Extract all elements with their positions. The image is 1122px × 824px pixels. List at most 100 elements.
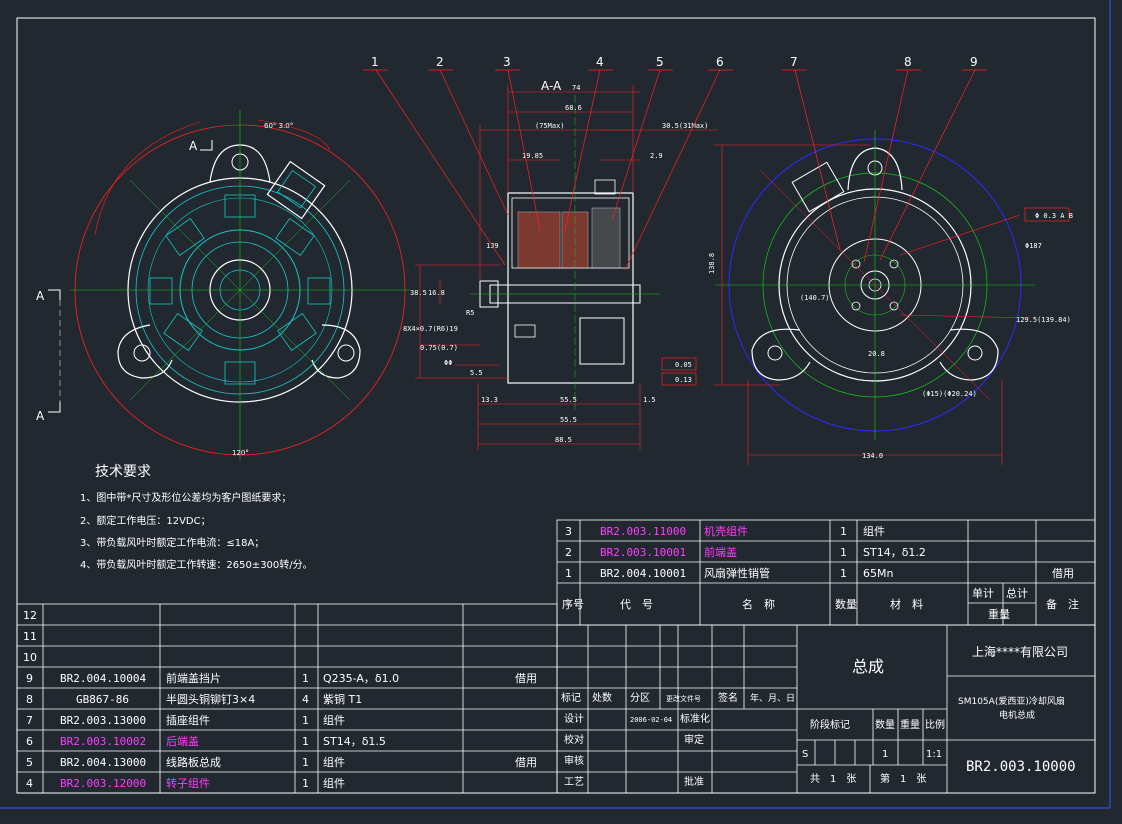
bom-lower-no: 5: [26, 756, 33, 769]
dim-left-3: 16.8: [428, 289, 445, 297]
bom-lower-no: 12: [23, 609, 37, 622]
approve-check-label: 审定: [684, 733, 704, 746]
table-row: 12: [23, 609, 37, 622]
bom-lower-qty: 1: [302, 777, 309, 790]
bom-lower-no: 6: [26, 735, 33, 748]
balloons: 1 2 3 4 5 6 7 8 9: [371, 55, 978, 69]
table-row: 1 BR2.004.10001 风扇弹性销管 1 65Mn 借用: [565, 566, 1074, 580]
stage-value: S: [802, 749, 808, 760]
bom-upper-material: 65Mn: [863, 567, 893, 580]
table-row: 8 GB867-86 半圆头铜铆钉3×4 4 紫铜 T1: [26, 692, 362, 706]
dim-bottom-5: 88.5: [555, 436, 572, 444]
balloon-6: 6: [716, 55, 724, 69]
bom-lower-qty: 4: [302, 693, 309, 706]
bom-lower-no: 8: [26, 693, 33, 706]
dim-right-1: 134.0: [862, 452, 883, 460]
bom-lower-name: 后端盖: [166, 734, 199, 748]
sheets-total: 共 1 张: [810, 773, 856, 785]
dim-left-8: 8X4×0.7(R6)19: [403, 325, 458, 333]
scale-label: 比例: [925, 718, 945, 731]
bom-upper-code: BR2.004.10001: [600, 567, 686, 580]
tol-1: 0.05: [675, 361, 692, 369]
title-block: 总成 上海****有限公司 SM105A(爱西亚)冷却风扇 电机总成 BR2.0…: [561, 644, 1076, 788]
bom-upper: [556, 519, 1096, 626]
tech-item-1: 1、图中带*尺寸及形位公差均为客户图纸要求；: [80, 491, 291, 504]
dim-top-3: (75Max): [535, 122, 565, 130]
bom-lower-code: BR2.004.13000: [60, 756, 146, 769]
section-marker-top: A: [189, 139, 198, 153]
balloon-2: 2: [436, 55, 444, 69]
right-view: 134.0 138.8 (140.7) 129.5(139.84) Φ187 2…: [708, 130, 1073, 465]
bom-upper-no: 3: [565, 525, 572, 538]
rev-header-sign: 签名: [718, 691, 738, 704]
dim-top-2: 68.6: [565, 104, 582, 112]
header-qty: 数量: [835, 598, 857, 611]
bom-upper-header: 序号 代 号 名 称 数量 材 料 单计 总计 重量 备 注: [562, 586, 1079, 621]
bom-upper-code: BR2.003.10001: [600, 546, 686, 559]
dim-right-7: (Φ15)(Φ20.24): [922, 390, 977, 398]
header-unit: 单计: [972, 587, 994, 600]
tech-heading: 技术要求: [95, 464, 151, 480]
approve-label: 批准: [684, 775, 704, 788]
header-name: 名 称: [742, 597, 775, 611]
weight-label: 重量: [900, 718, 920, 731]
drawing-number: BR2.003.10000: [966, 759, 1076, 775]
bom-lower-name: 半圆头铜铆钉3×4: [166, 692, 255, 706]
bom-lower-code: BR2.003.10002: [60, 735, 146, 748]
bom-lower-code: GB867-86: [76, 693, 129, 706]
title-block-grid: [556, 624, 1096, 794]
bom-lower-no: 10: [23, 651, 37, 664]
table-row: 6 BR2.003.10002 后端盖 1 ST14，δ1.5: [26, 734, 386, 748]
rev-header-date: 年、月、日: [750, 692, 795, 704]
dim-top-6: 2.9: [650, 152, 663, 160]
bom-lower-qty: 1: [302, 714, 309, 727]
bom-upper-material: 组件: [863, 524, 885, 538]
design-date: 2006-02-04: [630, 716, 672, 724]
bom-upper-rows: 3 BR2.003.11000 机壳组件 1 组件 2 BR2.003.1000…: [562, 524, 1079, 621]
dim-bottom-3: 1.5: [643, 396, 656, 404]
bom-lower: [16, 603, 558, 794]
bom-lower-no: 4: [26, 777, 33, 790]
rev-header-doc: 更改文件号: [666, 694, 701, 703]
bom-lower-material: 紫铜 T1: [323, 692, 362, 706]
bom-lower-qty: 1: [302, 735, 309, 748]
tech-item-2: 2、额定工作电压：12VDC；: [80, 514, 211, 527]
bom-upper-name: 风扇弹性销管: [704, 566, 770, 580]
bom-upper-material: ST14，δ1.2: [863, 546, 926, 559]
role-design: 设计: [564, 712, 584, 725]
header-code: 代 号: [620, 598, 653, 611]
assembly-title: 总成: [852, 657, 884, 676]
bom-lower-code: BR2.004.10004: [60, 672, 146, 685]
quantity-label: 数量: [875, 718, 895, 731]
table-row: 10: [23, 651, 37, 664]
scale-value: 1:1: [926, 749, 942, 760]
balloon-9: 9: [970, 55, 978, 69]
section-marker-left-top: A: [36, 289, 45, 303]
bom-lower-no: 7: [26, 714, 33, 727]
bom-lower-qty: 1: [302, 756, 309, 769]
bom-lower-name: 前端盖挡片: [166, 671, 221, 685]
bom-upper-qty: 1: [840, 567, 847, 580]
header-weight: 重量: [988, 607, 1010, 621]
tech-item-3: 3、带负载风叶时额定工作电流：≤18A；: [80, 536, 264, 549]
balloon-1: 1: [371, 55, 379, 69]
dim-left-4: ΦΦ: [444, 359, 452, 367]
table-row: 9 BR2.004.10004 前端盖挡片 1 Q235-A，δ1.0 借用: [26, 671, 537, 685]
tol-2: 0.13: [675, 376, 692, 384]
dim-right-6: 20.8: [868, 350, 885, 358]
balloon-4: 4: [596, 55, 604, 69]
dim-right-8: Φ 0.3 A B: [1035, 212, 1073, 220]
table-row: 2 BR2.003.10001 前端盖 1 ST14，δ1.2: [565, 545, 926, 559]
section-view: A-A 74 68.6 (75Max) 30.5(31Max) 19.85: [403, 79, 718, 450]
bom-upper-no: 1: [565, 567, 572, 580]
header-material: 材 料: [890, 597, 923, 611]
role-process: 工艺: [564, 776, 584, 788]
role-check: 校对: [564, 733, 584, 746]
dim-left-6: 0.75(0.7): [420, 344, 458, 352]
balloon-3: 3: [503, 55, 511, 69]
bom-upper-qty: 1: [840, 546, 847, 559]
dim-bottom-4: 55.5: [560, 416, 577, 424]
dim-bottom-1: 13.3: [481, 396, 498, 404]
dim-right-4: 129.5(139.84): [1016, 316, 1071, 324]
